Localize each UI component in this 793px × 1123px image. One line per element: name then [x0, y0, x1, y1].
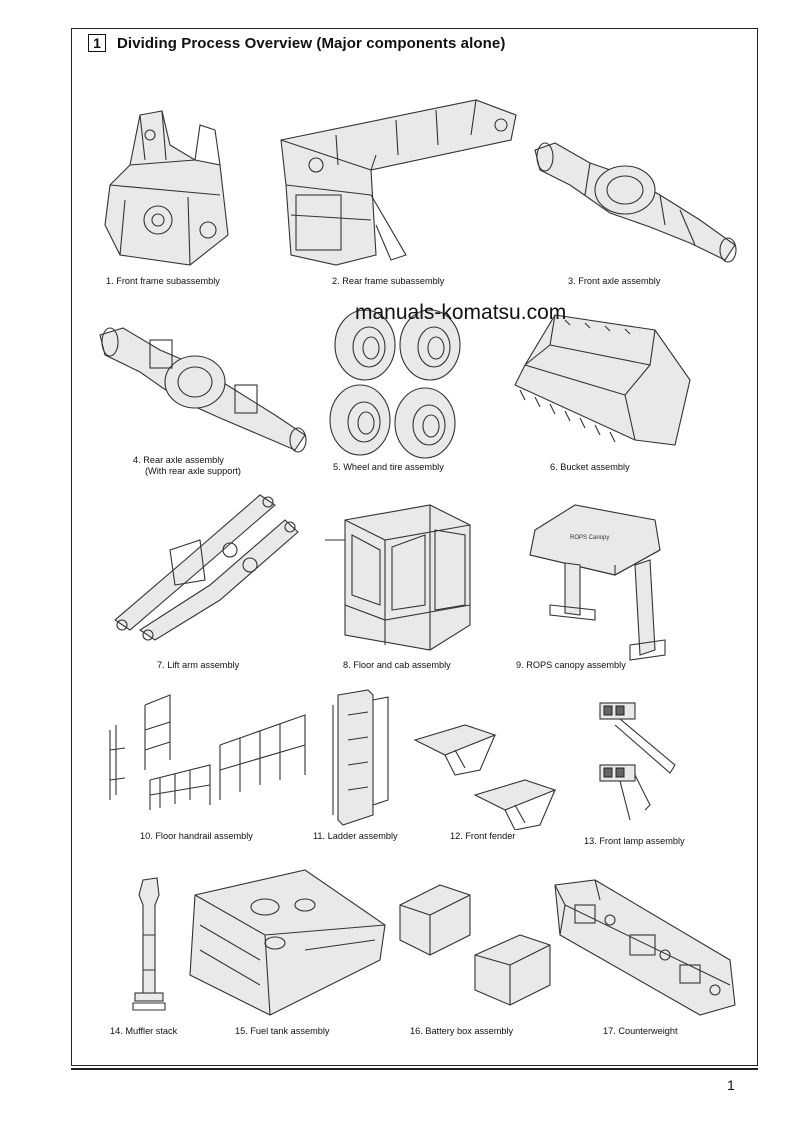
- front-fender-drawing: [413, 724, 557, 830]
- section-heading: 1 Dividing Process Overview (Major compo…: [88, 34, 505, 52]
- wheel-tire-drawing: [329, 309, 461, 459]
- caption-3: 3. Front axle assembly: [568, 276, 661, 286]
- front-lamp-drawing: [599, 702, 676, 821]
- caption-12: 12. Front fender: [450, 831, 516, 841]
- lift-arm-drawing: [114, 494, 299, 641]
- floor-cab-drawing: [325, 504, 471, 651]
- rear-axle-drawing: [99, 327, 307, 453]
- section-title: Dividing Process Overview (Major compone…: [117, 34, 506, 52]
- battery-box-drawing: [399, 884, 551, 1006]
- front-frame-drawing: [104, 110, 229, 266]
- caption-10: 10. Floor handrail assembly: [140, 831, 253, 841]
- caption-11: 11. Ladder assembly: [313, 831, 398, 841]
- rops-canopy-label: ROPS Canopy: [570, 535, 609, 541]
- caption-9: 9. ROPS canopy assembly: [516, 660, 626, 670]
- caption-16: 16. Battery box assembly: [410, 1026, 514, 1036]
- rear-frame-drawing: [280, 99, 517, 266]
- caption-7: 7. Lift arm assembly: [157, 660, 240, 670]
- caption-15: 15. Fuel tank assembly: [235, 1026, 330, 1036]
- front-axle-drawing: [534, 142, 737, 263]
- caption-17: 17. Counterweight: [603, 1026, 678, 1036]
- muffler-stack-drawing: [132, 877, 166, 1011]
- caption-4: 4. Rear axle assembly: [133, 455, 224, 465]
- watermark-text: manuals-komatsu.com: [355, 301, 567, 324]
- caption-4-note: (With rear axle support): [145, 466, 241, 476]
- caption-1: 1. Front frame subassembly: [106, 276, 220, 286]
- bucket-drawing: [514, 314, 691, 446]
- page-frame: [71, 28, 758, 1066]
- caption-2: 2. Rear frame subassembly: [332, 276, 445, 286]
- caption-8: 8. Floor and cab assembly: [343, 660, 451, 670]
- rops-canopy-drawing: ROPS Canopy: [529, 504, 666, 661]
- caption-5: 5. Wheel and tire assembly: [333, 462, 444, 472]
- section-number: 1: [88, 34, 106, 52]
- caption-13: 13. Front lamp assembly: [584, 836, 685, 846]
- fuel-tank-drawing: [189, 869, 386, 1016]
- counterweight-drawing: [554, 879, 736, 1016]
- caption-6: 6. Bucket assembly: [550, 462, 630, 472]
- ladder-drawing: [332, 689, 389, 826]
- caption-14: 14. Muffler stack: [110, 1026, 178, 1036]
- page-number: 1: [727, 1077, 735, 1093]
- bottom-rule: [71, 1068, 758, 1070]
- handrail-drawing: [109, 694, 306, 810]
